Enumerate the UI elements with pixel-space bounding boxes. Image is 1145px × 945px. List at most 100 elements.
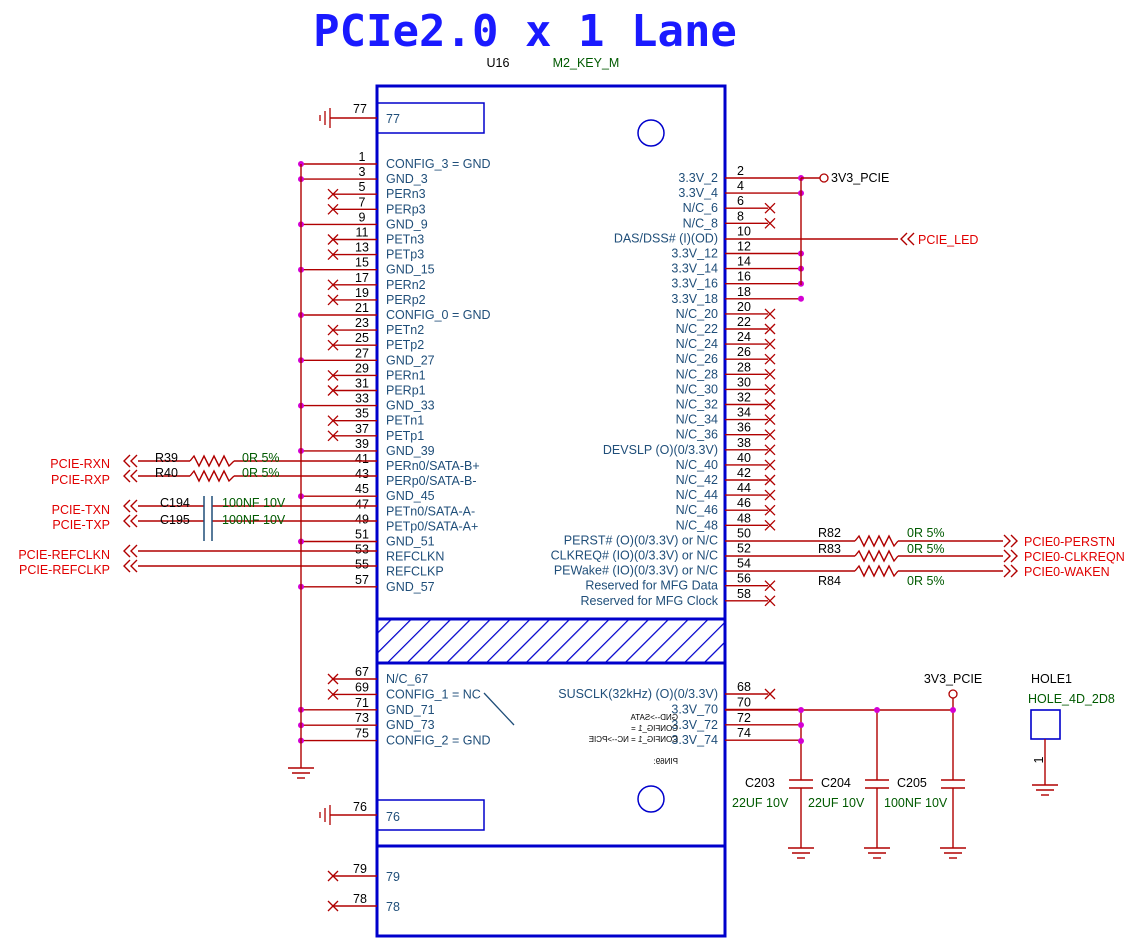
- pin-number: 58: [737, 587, 751, 601]
- pin-number: 56: [737, 572, 751, 586]
- pin-name: PERn0/SATA-B+: [386, 459, 480, 473]
- pin-name: GND_33: [386, 399, 435, 413]
- pin-name: CONFIG_0 = GND: [386, 308, 491, 322]
- pin-number: 74: [737, 726, 751, 740]
- chassis-ground-76: [319, 805, 331, 825]
- pin-name: N/C_22: [676, 322, 718, 336]
- pin-number: 11: [356, 226, 369, 240]
- left-ground-bus: [288, 164, 314, 779]
- pin-number: 19: [355, 286, 369, 300]
- pin-name: PETn1: [386, 414, 424, 428]
- c203-value: 22UF 10V: [732, 796, 789, 810]
- r82-ref: R82: [818, 526, 841, 540]
- pin-name: PETp2: [386, 338, 424, 352]
- r84-ref: R84: [818, 574, 841, 588]
- net-pcie0-waken: PCIE0-WAKEN: [1024, 565, 1110, 579]
- pin-name: GND_39: [386, 444, 435, 458]
- junction-dot: [798, 295, 804, 302]
- pin-name: GND_45: [386, 489, 435, 503]
- pin-name: N/C_30: [676, 382, 718, 396]
- pin-name: DEVSLP (O)(0/3.3V): [603, 443, 718, 457]
- chassis-ground-77: [319, 108, 331, 128]
- pin-name: PERn1: [386, 368, 426, 382]
- mount-hole-bottom: [637, 785, 665, 813]
- c194-value: 100NF 10V: [222, 496, 286, 510]
- pin-number: 72: [737, 711, 751, 725]
- pin-number: 31: [355, 377, 369, 391]
- pin-number: 29: [355, 361, 369, 375]
- pad-77-number: 77: [353, 102, 367, 116]
- pin-number: 24: [737, 330, 751, 344]
- pin-number: 75: [355, 727, 369, 741]
- pin-number: 25: [355, 331, 369, 345]
- pin-name: REFCLKP: [386, 565, 444, 579]
- pad-78-number: 78: [353, 892, 367, 906]
- pin-name: PERp1: [386, 384, 426, 398]
- pin-name: 3.3V_2: [678, 171, 718, 185]
- pin-name: GND_51: [386, 535, 435, 549]
- pin-name: N/C_32: [676, 398, 718, 412]
- c194-ref: C194: [160, 496, 190, 510]
- pin-name: PERp2: [386, 293, 426, 307]
- right-power-bus-top: [800, 173, 829, 285]
- pin-name: 3.3V_4: [678, 186, 718, 200]
- pin-name: PERn2: [386, 278, 426, 292]
- pin-name: PETn0/SATA-A-: [386, 504, 475, 518]
- pin-name: GND_57: [386, 580, 435, 594]
- pin-number: 4: [737, 179, 744, 193]
- pad-78-label: 78: [386, 900, 400, 914]
- pin-name: GND_27: [386, 353, 435, 367]
- pin-number: 14: [737, 255, 751, 269]
- pin-name: N/C_44: [676, 488, 718, 502]
- pin-name: PERp3: [386, 202, 426, 216]
- pin-number: 10: [737, 224, 751, 238]
- pin-number: 22: [737, 315, 751, 329]
- svg-text:CONFIG_1 =: CONFIG_1 =: [631, 724, 678, 733]
- pin-number: 9: [359, 210, 366, 224]
- pin-name: 3.3V_72: [671, 718, 718, 732]
- c204-ref: C204: [821, 776, 851, 790]
- bottom-power-bus: [725, 689, 966, 859]
- pin-name: N/C_26: [676, 352, 718, 366]
- c204-value: 22UF 10V: [808, 796, 865, 810]
- pin-number: 16: [737, 270, 751, 284]
- pin-number: 7: [359, 195, 366, 209]
- mount-hole-top: [637, 119, 665, 147]
- pin-name: 3.3V_12: [671, 247, 718, 261]
- pin-number: 71: [355, 696, 369, 710]
- pin-name: PEWake# (IO)(0/3.3V) or N/C: [554, 564, 718, 578]
- pin-name: GND_3: [386, 172, 428, 186]
- pin-number: 42: [737, 466, 751, 480]
- net-3v3-pcie-top: 3V3_PCIE: [831, 171, 889, 185]
- pin-name: PETn2: [386, 323, 424, 337]
- pin-number: 1: [359, 150, 366, 164]
- pin-number: 67: [355, 665, 369, 679]
- schematic-title: PCIe2.0 x 1 Lane: [313, 6, 737, 57]
- pin-number: 41: [355, 452, 369, 466]
- pin-name: N/C_48: [676, 518, 718, 532]
- pin-number: 69: [355, 680, 369, 694]
- pin-number: 44: [737, 481, 751, 495]
- pin-number: 32: [737, 391, 751, 405]
- pad-79-label: 79: [386, 870, 400, 884]
- rx-tx-nets: [123, 454, 377, 573]
- net-pcie-refclkn: PCIE-REFCLKN: [18, 548, 110, 562]
- pin-name: CONFIG_2 = GND: [386, 734, 491, 748]
- pad-76-number: 76: [353, 800, 367, 814]
- pin-name: PETp0/SATA-A+: [386, 519, 478, 533]
- pin-name: N/C_6: [683, 201, 718, 215]
- pin-name: CONFIG_1 = NC: [386, 687, 481, 701]
- pin-number: 70: [737, 695, 751, 709]
- pin-number: 47: [355, 497, 369, 511]
- c205-ref: C205: [897, 776, 927, 790]
- pin-number: 73: [355, 711, 369, 725]
- hole-pin: 1: [1032, 756, 1046, 763]
- pin-name: GND_9: [386, 217, 428, 231]
- net-pcie-led: PCIE_LED: [918, 233, 978, 247]
- pin-number: 53: [355, 543, 369, 557]
- r40-ref: R40: [155, 466, 178, 480]
- pin-name: N/C_67: [386, 672, 428, 686]
